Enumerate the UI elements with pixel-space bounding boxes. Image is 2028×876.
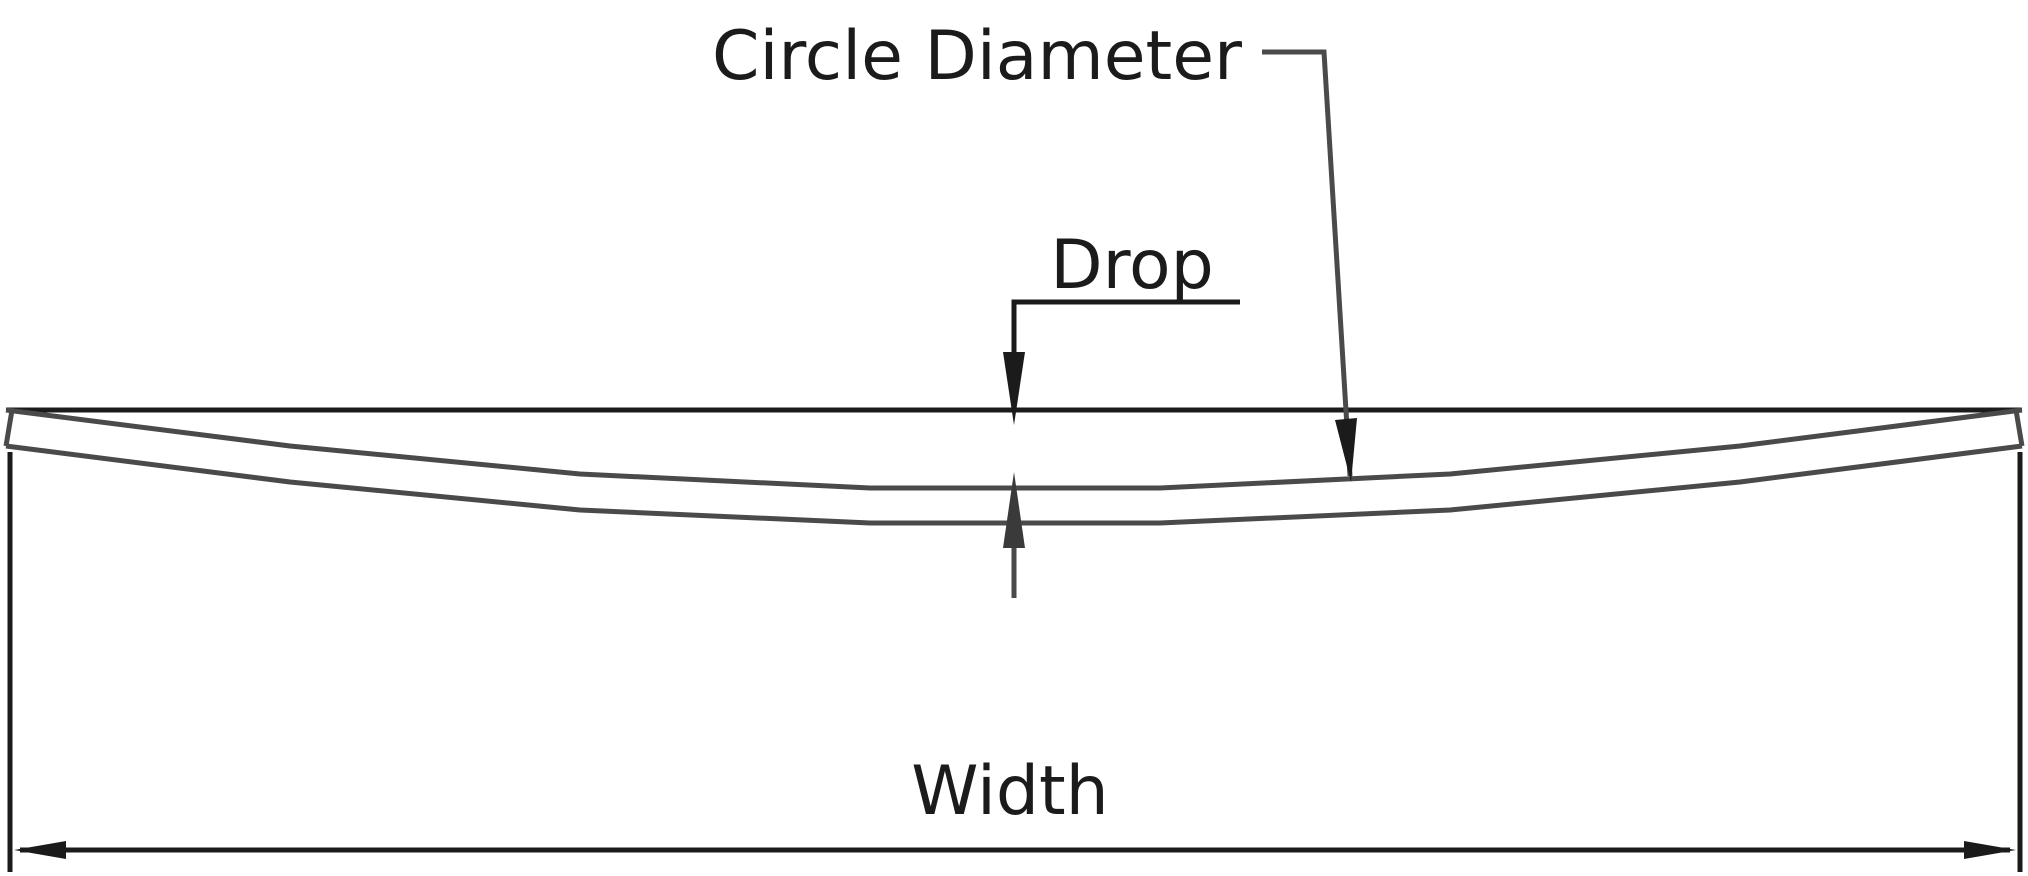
- circle-diameter-arrow: [1335, 418, 1357, 482]
- part-right-end: [2013, 409, 2025, 447]
- width-arrow-left: [14, 841, 66, 859]
- width-arrow-right: [1964, 841, 2016, 859]
- circle-diameter-label: Circle Diameter: [712, 17, 1242, 96]
- drop-label: Drop: [1050, 226, 1214, 305]
- drop-leader-line: [1011, 299, 1240, 380]
- part-left-end: [3, 409, 15, 447]
- drop-arrow-down: [1003, 352, 1025, 425]
- width-label: Width: [911, 752, 1109, 831]
- circle-diameter-leader-line: [1262, 49, 1353, 477]
- drop-arrow-up: [1003, 472, 1025, 548]
